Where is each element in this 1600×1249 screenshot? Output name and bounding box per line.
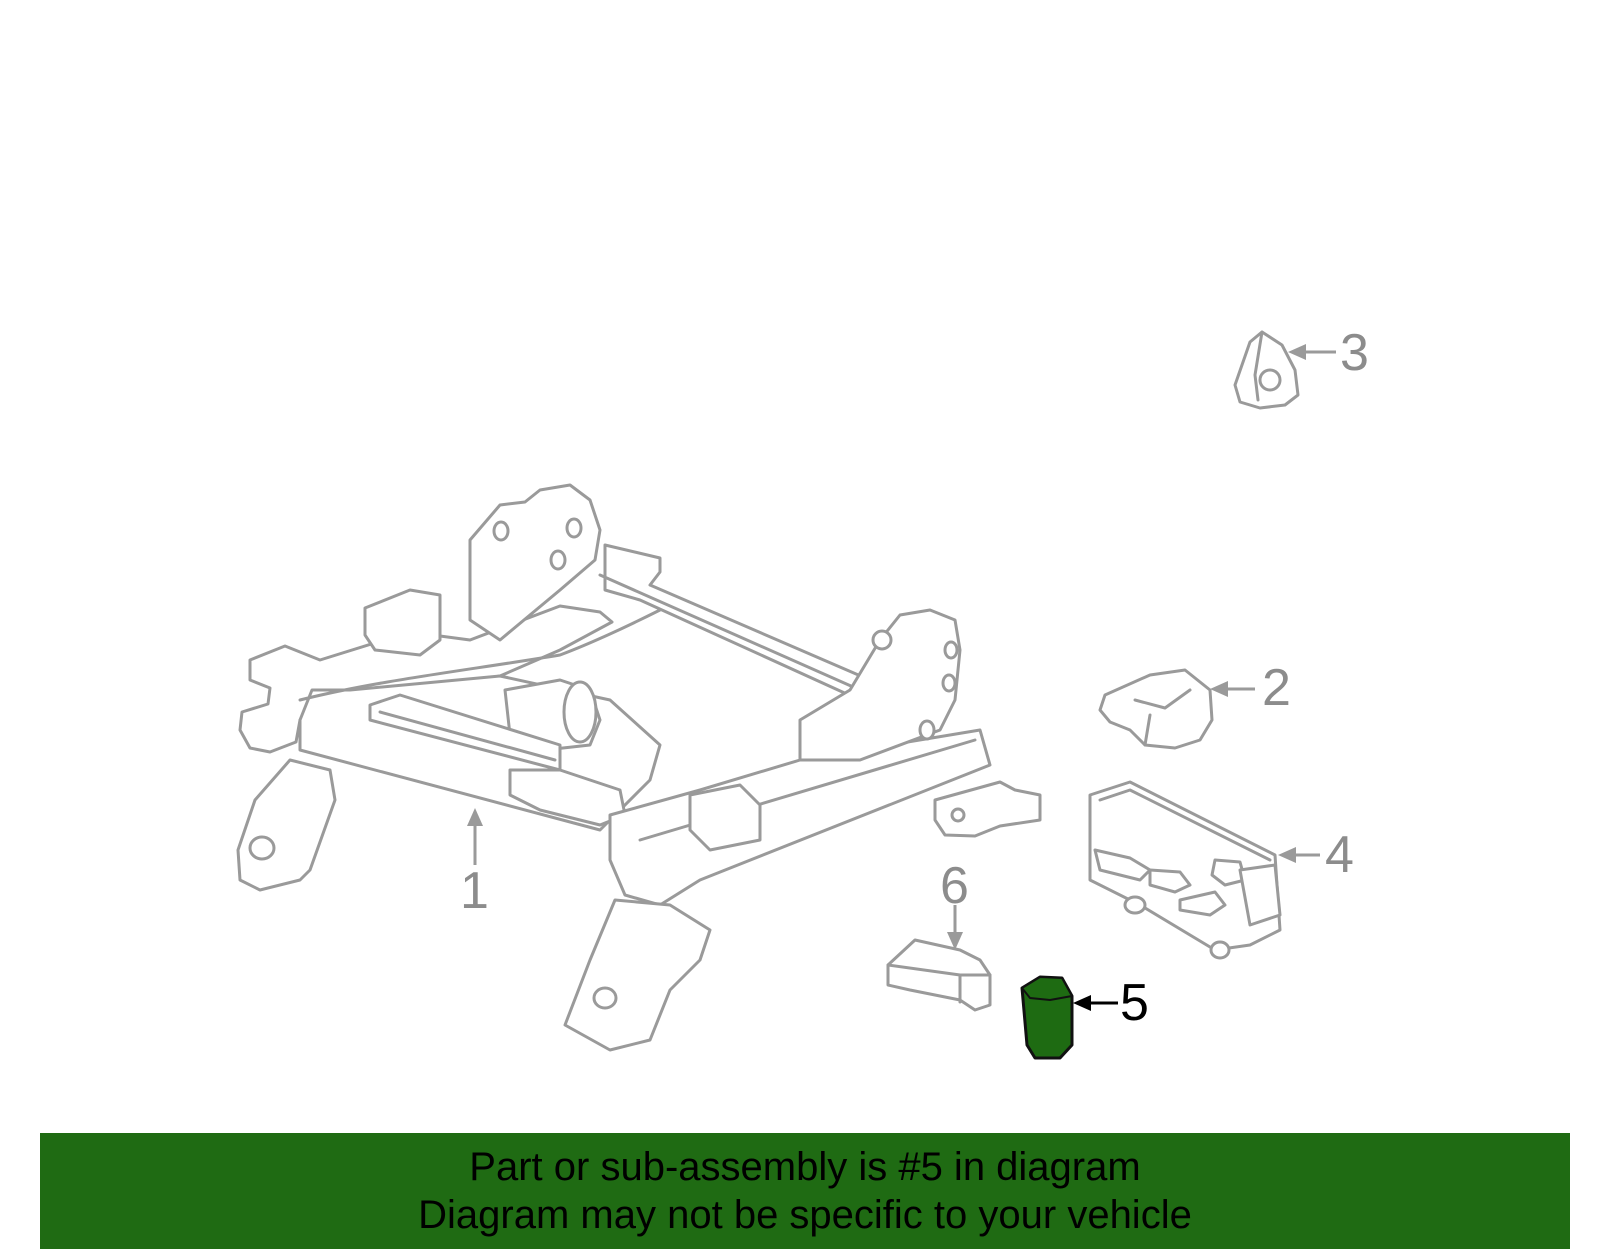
arrowhead-1 — [467, 808, 483, 826]
arrowhead-2 — [1210, 681, 1228, 697]
part-info-banner: Part or sub-assembly is #5 in diagram Di… — [40, 1133, 1570, 1249]
callout-3: 3 — [1340, 324, 1369, 382]
switch-assembly-part-4[interactable] — [1088, 780, 1282, 960]
callout-1: 1 — [460, 862, 489, 920]
arrowhead-3 — [1288, 344, 1306, 360]
callout-6: 6 — [940, 857, 969, 915]
arrowhead-4 — [1278, 847, 1296, 863]
seat-frame-part-1[interactable] — [236, 483, 1042, 1052]
cover-part-3[interactable] — [1233, 330, 1300, 410]
callout-4: 4 — [1325, 826, 1354, 884]
knob-part-2[interactable] — [1098, 668, 1214, 750]
callout-5: 5 — [1120, 974, 1149, 1032]
banner-line-2: Diagram may not be specific to your vehi… — [418, 1193, 1192, 1237]
banner-line-1: Part or sub-assembly is #5 in diagram — [469, 1145, 1141, 1189]
switch-knob-part-5[interactable] — [1020, 975, 1074, 1060]
arrowhead-6 — [947, 932, 963, 950]
switch-knob-part-6[interactable] — [886, 938, 992, 1012]
callout-2: 2 — [1262, 659, 1291, 717]
arrowhead-5 — [1073, 995, 1091, 1011]
